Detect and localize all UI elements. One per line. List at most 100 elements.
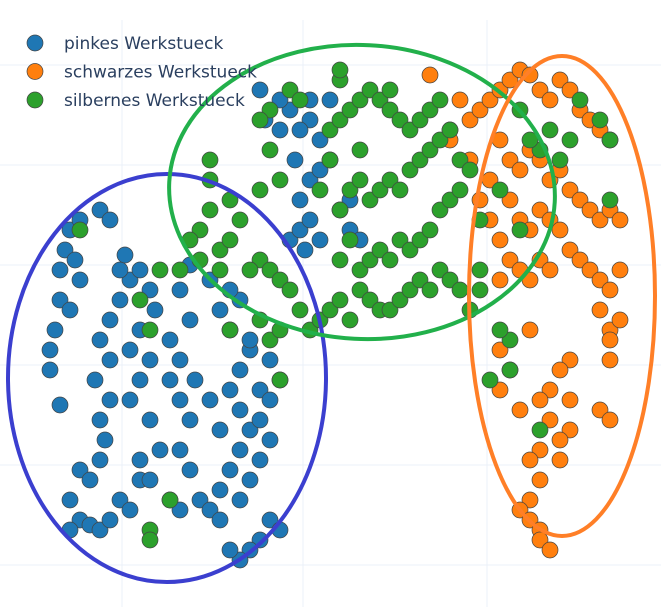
- data-point[interactable]: [296, 241, 314, 259]
- data-point[interactable]: [571, 91, 589, 109]
- data-point[interactable]: [531, 391, 549, 409]
- data-point[interactable]: [451, 281, 469, 299]
- data-point[interactable]: [241, 261, 259, 279]
- data-point[interactable]: [251, 531, 269, 549]
- data-point[interactable]: [351, 141, 369, 159]
- data-point[interactable]: [521, 451, 539, 469]
- data-point[interactable]: [601, 281, 619, 299]
- data-point[interactable]: [251, 181, 269, 199]
- data-point[interactable]: [491, 321, 509, 339]
- data-point[interactable]: [131, 371, 149, 389]
- data-point[interactable]: [341, 101, 359, 119]
- data-point[interactable]: [271, 371, 289, 389]
- data-point[interactable]: [531, 421, 549, 439]
- data-point[interactable]: [441, 191, 459, 209]
- legend-item[interactable]: schwarzes Werkstueck: [26, 63, 257, 83]
- data-point[interactable]: [561, 391, 579, 409]
- data-point[interactable]: [101, 211, 119, 229]
- data-point[interactable]: [501, 71, 519, 89]
- data-point[interactable]: [511, 161, 529, 179]
- data-point[interactable]: [521, 491, 539, 509]
- data-point[interactable]: [251, 111, 269, 129]
- data-point[interactable]: [591, 301, 609, 319]
- data-point[interactable]: [371, 241, 389, 259]
- data-point[interactable]: [251, 381, 269, 399]
- data-point[interactable]: [121, 501, 139, 519]
- data-point[interactable]: [611, 311, 629, 329]
- data-point[interactable]: [111, 261, 129, 279]
- data-point[interactable]: [171, 351, 189, 369]
- data-point[interactable]: [521, 131, 539, 149]
- data-point[interactable]: [491, 381, 509, 399]
- data-point[interactable]: [71, 461, 89, 479]
- data-point[interactable]: [401, 281, 419, 299]
- data-point[interactable]: [501, 331, 519, 349]
- data-point[interactable]: [56, 241, 74, 259]
- data-point[interactable]: [181, 411, 199, 429]
- data-point[interactable]: [541, 261, 559, 279]
- data-point[interactable]: [186, 371, 204, 389]
- data-point[interactable]: [501, 151, 519, 169]
- data-point[interactable]: [611, 261, 629, 279]
- data-point[interactable]: [541, 411, 559, 429]
- data-point[interactable]: [291, 221, 309, 239]
- data-point[interactable]: [371, 181, 389, 199]
- data-point[interactable]: [111, 491, 129, 509]
- data-point[interactable]: [291, 121, 309, 139]
- data-point[interactable]: [301, 171, 319, 189]
- data-point[interactable]: [311, 181, 329, 199]
- data-point[interactable]: [301, 211, 319, 229]
- data-point[interactable]: [71, 221, 89, 239]
- data-point[interactable]: [451, 91, 469, 109]
- data-point[interactable]: [281, 281, 299, 299]
- data-point[interactable]: [91, 201, 109, 219]
- data-point[interactable]: [421, 281, 439, 299]
- data-point[interactable]: [511, 401, 529, 419]
- data-point[interactable]: [531, 81, 549, 99]
- data-point[interactable]: [381, 251, 399, 269]
- data-point[interactable]: [531, 531, 549, 549]
- data-point[interactable]: [261, 141, 279, 159]
- data-point[interactable]: [211, 481, 229, 499]
- data-point[interactable]: [511, 221, 529, 239]
- data-point[interactable]: [361, 291, 379, 309]
- data-point[interactable]: [381, 81, 399, 99]
- data-point[interactable]: [501, 251, 519, 269]
- data-point[interactable]: [361, 251, 379, 269]
- data-point[interactable]: [331, 111, 349, 129]
- data-point[interactable]: [261, 391, 279, 409]
- data-point[interactable]: [201, 501, 219, 519]
- data-point[interactable]: [311, 161, 329, 179]
- data-point[interactable]: [351, 261, 369, 279]
- data-point[interactable]: [561, 421, 579, 439]
- data-point[interactable]: [271, 91, 289, 109]
- data-point[interactable]: [411, 271, 429, 289]
- data-point[interactable]: [231, 441, 249, 459]
- data-point[interactable]: [381, 301, 399, 319]
- data-point[interactable]: [51, 291, 69, 309]
- data-point[interactable]: [181, 461, 199, 479]
- data-point[interactable]: [121, 271, 139, 289]
- data-point[interactable]: [441, 121, 459, 139]
- data-point[interactable]: [271, 121, 289, 139]
- data-point[interactable]: [531, 471, 549, 489]
- data-point[interactable]: [146, 301, 164, 319]
- data-point[interactable]: [471, 101, 489, 119]
- data-point[interactable]: [61, 301, 79, 319]
- data-point[interactable]: [241, 471, 259, 489]
- data-point[interactable]: [221, 541, 239, 559]
- data-point[interactable]: [71, 271, 89, 289]
- data-point[interactable]: [261, 511, 279, 529]
- data-point[interactable]: [141, 351, 159, 369]
- data-point[interactable]: [171, 441, 189, 459]
- data-point[interactable]: [141, 471, 159, 489]
- data-point[interactable]: [321, 121, 339, 139]
- data-point[interactable]: [491, 341, 509, 359]
- data-point[interactable]: [601, 411, 619, 429]
- data-point[interactable]: [521, 66, 539, 84]
- data-point[interactable]: [101, 311, 119, 329]
- data-point[interactable]: [561, 241, 579, 259]
- data-point[interactable]: [501, 361, 519, 379]
- data-point[interactable]: [46, 321, 64, 339]
